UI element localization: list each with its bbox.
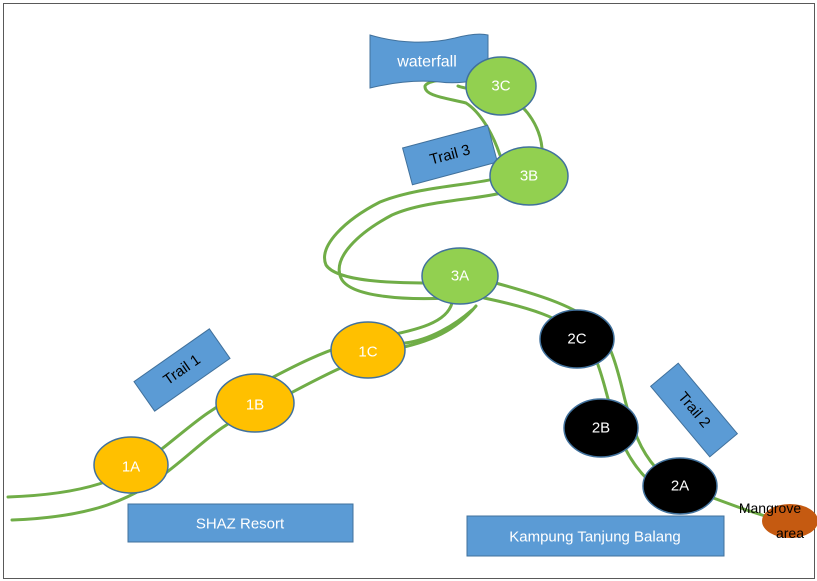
mangrove-label-line1: Mangrove bbox=[739, 500, 801, 516]
trail-3-path-outer bbox=[323, 176, 500, 285]
node-2c-marker bbox=[539, 309, 615, 369]
node-3b-marker bbox=[489, 146, 569, 206]
node-2b-label: 2B bbox=[592, 420, 610, 437]
node-3c-marker bbox=[465, 56, 537, 116]
kampung-box: Kampung Tanjung Balang bbox=[466, 515, 725, 557]
node-3c-label: 3C bbox=[491, 78, 510, 95]
shaz-resort-box: SHAZ Resort bbox=[127, 503, 354, 543]
trail-1-nodes: 1C 1B 1A bbox=[93, 321, 406, 494]
node-1a-label: 1A bbox=[122, 459, 140, 476]
node-2a-label: 2A bbox=[671, 478, 689, 495]
mangrove-label-line2: area bbox=[776, 525, 804, 541]
node-1c-marker bbox=[330, 321, 406, 379]
waterfall-banner-shape bbox=[369, 33, 489, 89]
node-1a-marker bbox=[93, 436, 169, 494]
trail-3-label-box: Trail 3 bbox=[401, 124, 499, 186]
kampung-label: Kampung Tanjung Balang bbox=[509, 529, 681, 546]
node-1c-label: 1C bbox=[358, 344, 377, 361]
waterfall-label: waterfall bbox=[396, 54, 457, 71]
diagram-frame bbox=[3, 3, 815, 579]
shaz-resort-label: SHAZ Resort bbox=[196, 516, 285, 533]
trail-3-nodes: 3C 3B 3A bbox=[421, 56, 569, 305]
trail-1-label-box: Trail 1 bbox=[133, 328, 231, 412]
node-1b-marker bbox=[215, 373, 295, 433]
mangrove-marker bbox=[762, 504, 817, 538]
node-1b-label: 1B bbox=[246, 397, 264, 414]
node-2b-marker bbox=[563, 398, 639, 458]
trail-1c-spur bbox=[403, 308, 474, 345]
node-3a-label: 3A bbox=[451, 268, 469, 285]
node-2a-marker bbox=[642, 457, 718, 515]
trail-2-label-box: Trail 2 bbox=[649, 362, 739, 458]
node-2c-label: 2C bbox=[567, 331, 586, 348]
trail-3-path-inner bbox=[337, 190, 507, 301]
mangrove-area: Mangrove area bbox=[739, 500, 817, 541]
waterfall-banner: waterfall bbox=[369, 33, 489, 89]
node-3a-marker bbox=[421, 247, 499, 305]
node-3b-label: 3B bbox=[520, 168, 538, 185]
trail-2-nodes: 2C 2B 2A bbox=[539, 309, 718, 515]
